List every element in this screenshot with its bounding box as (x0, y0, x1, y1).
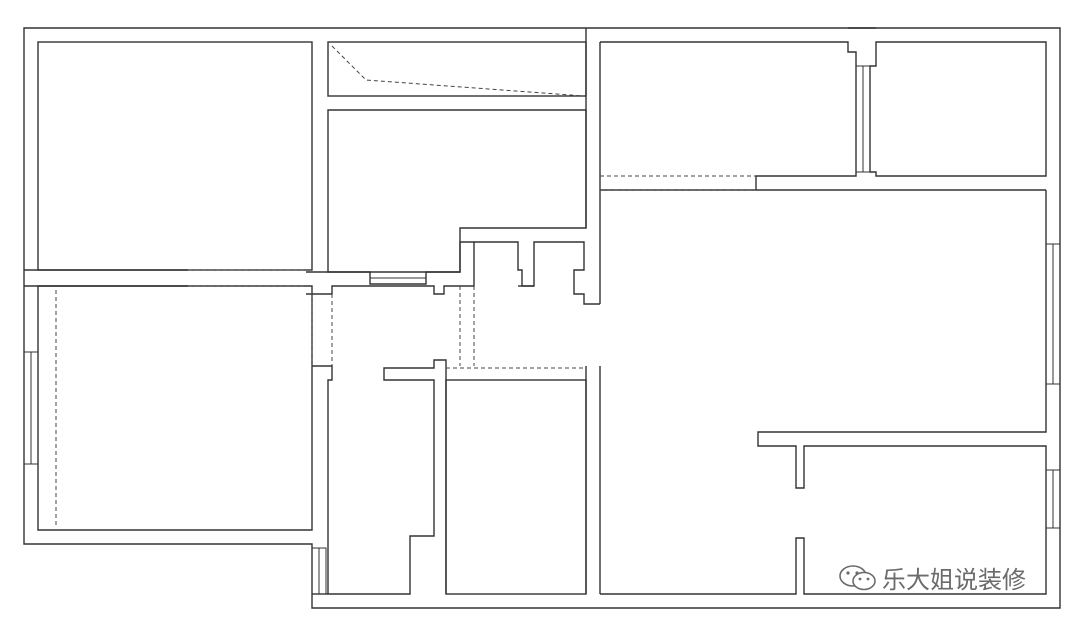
room-lower-center (445, 379, 587, 595)
room-lower-left-middle (312, 359, 447, 595)
corridor-wall (306, 241, 475, 295)
room-top-right-1 (600, 41, 857, 191)
wechat-icon (839, 564, 876, 590)
watermark-text: 乐大姐说装修 (882, 566, 1026, 594)
room-top-left (37, 41, 313, 271)
room-top-right-2 (869, 41, 1047, 177)
room-center (327, 109, 587, 273)
dashed-strip-diagonal (331, 45, 585, 97)
pillar-1 (474, 241, 600, 305)
outer-wall (23, 27, 1061, 609)
watermark: 乐大姐说装修 (838, 560, 1026, 595)
room-bottom-left (37, 285, 313, 531)
room-living (600, 190, 1047, 595)
room-top-center-strip (327, 41, 587, 97)
